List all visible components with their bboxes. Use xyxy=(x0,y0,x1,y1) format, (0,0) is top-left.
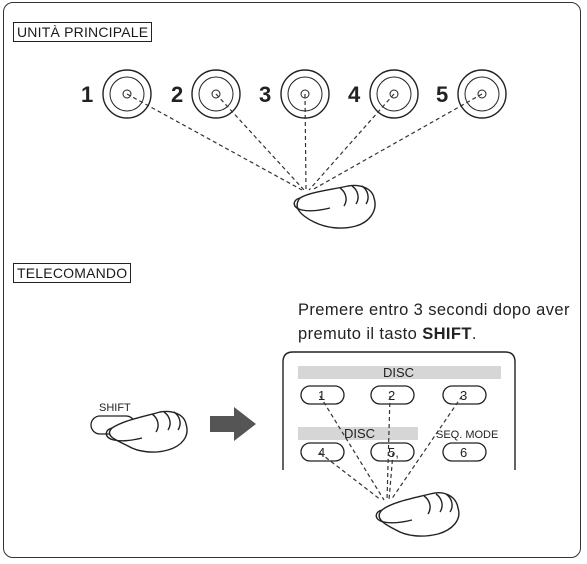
shift-key-label: SHIFT xyxy=(99,402,131,414)
remote-key-1[interactable] xyxy=(300,385,345,405)
main-button-1[interactable] xyxy=(102,69,152,119)
disc-label-top: DISC xyxy=(383,365,414,380)
main-number-2: 2 xyxy=(171,82,183,107)
instruction-suffix: . xyxy=(471,325,477,343)
instruction-text: Premere entro 3 secondi dopo aver premut… xyxy=(298,298,587,346)
remote-key-6[interactable] xyxy=(442,442,487,462)
main-number-5: 5 xyxy=(436,82,448,107)
main-unit-label: UNITÀ PRINCIPALE xyxy=(13,22,153,42)
remote-key-3-label: 3 xyxy=(460,388,467,403)
main-button-2[interactable] xyxy=(191,69,241,119)
remote-key-4-label: 4 xyxy=(318,445,325,460)
remote-label: TELECOMANDO xyxy=(13,263,132,283)
main-number-4: 4 xyxy=(348,82,361,107)
main-unit-buttons xyxy=(102,69,507,119)
remote-key-3[interactable] xyxy=(442,385,487,405)
instruction-key: SHIFT xyxy=(422,325,472,343)
main-dashed-lines xyxy=(126,93,483,191)
remote-panel xyxy=(282,351,516,470)
main-number-1: 1 xyxy=(81,82,93,107)
remote-key-5-label: 5, xyxy=(388,445,399,460)
finger-press-icon xyxy=(293,184,376,229)
finger-press-icon xyxy=(105,410,188,453)
remote-key-2-label: 2 xyxy=(388,388,395,403)
main-button-4[interactable] xyxy=(369,69,419,119)
remote-key-1-label: 1 xyxy=(318,388,325,403)
seq-mode-label: SEQ. MODE xyxy=(436,429,498,441)
remote-key-4[interactable] xyxy=(300,442,345,462)
main-number-3: 3 xyxy=(259,82,271,107)
instruction-prefix: Premere entro 3 secondi dopo aver premut… xyxy=(298,301,570,343)
illustration-frame xyxy=(3,2,581,558)
remote-key-2[interactable] xyxy=(370,385,415,405)
arrow-right-icon xyxy=(210,407,256,441)
remote-key-6-label: 6 xyxy=(460,445,467,460)
finger-press-icon xyxy=(375,492,460,537)
main-button-5[interactable] xyxy=(457,69,507,119)
remote-dashed-lines xyxy=(319,395,463,501)
disc-label-bottom: DISC xyxy=(344,426,375,441)
